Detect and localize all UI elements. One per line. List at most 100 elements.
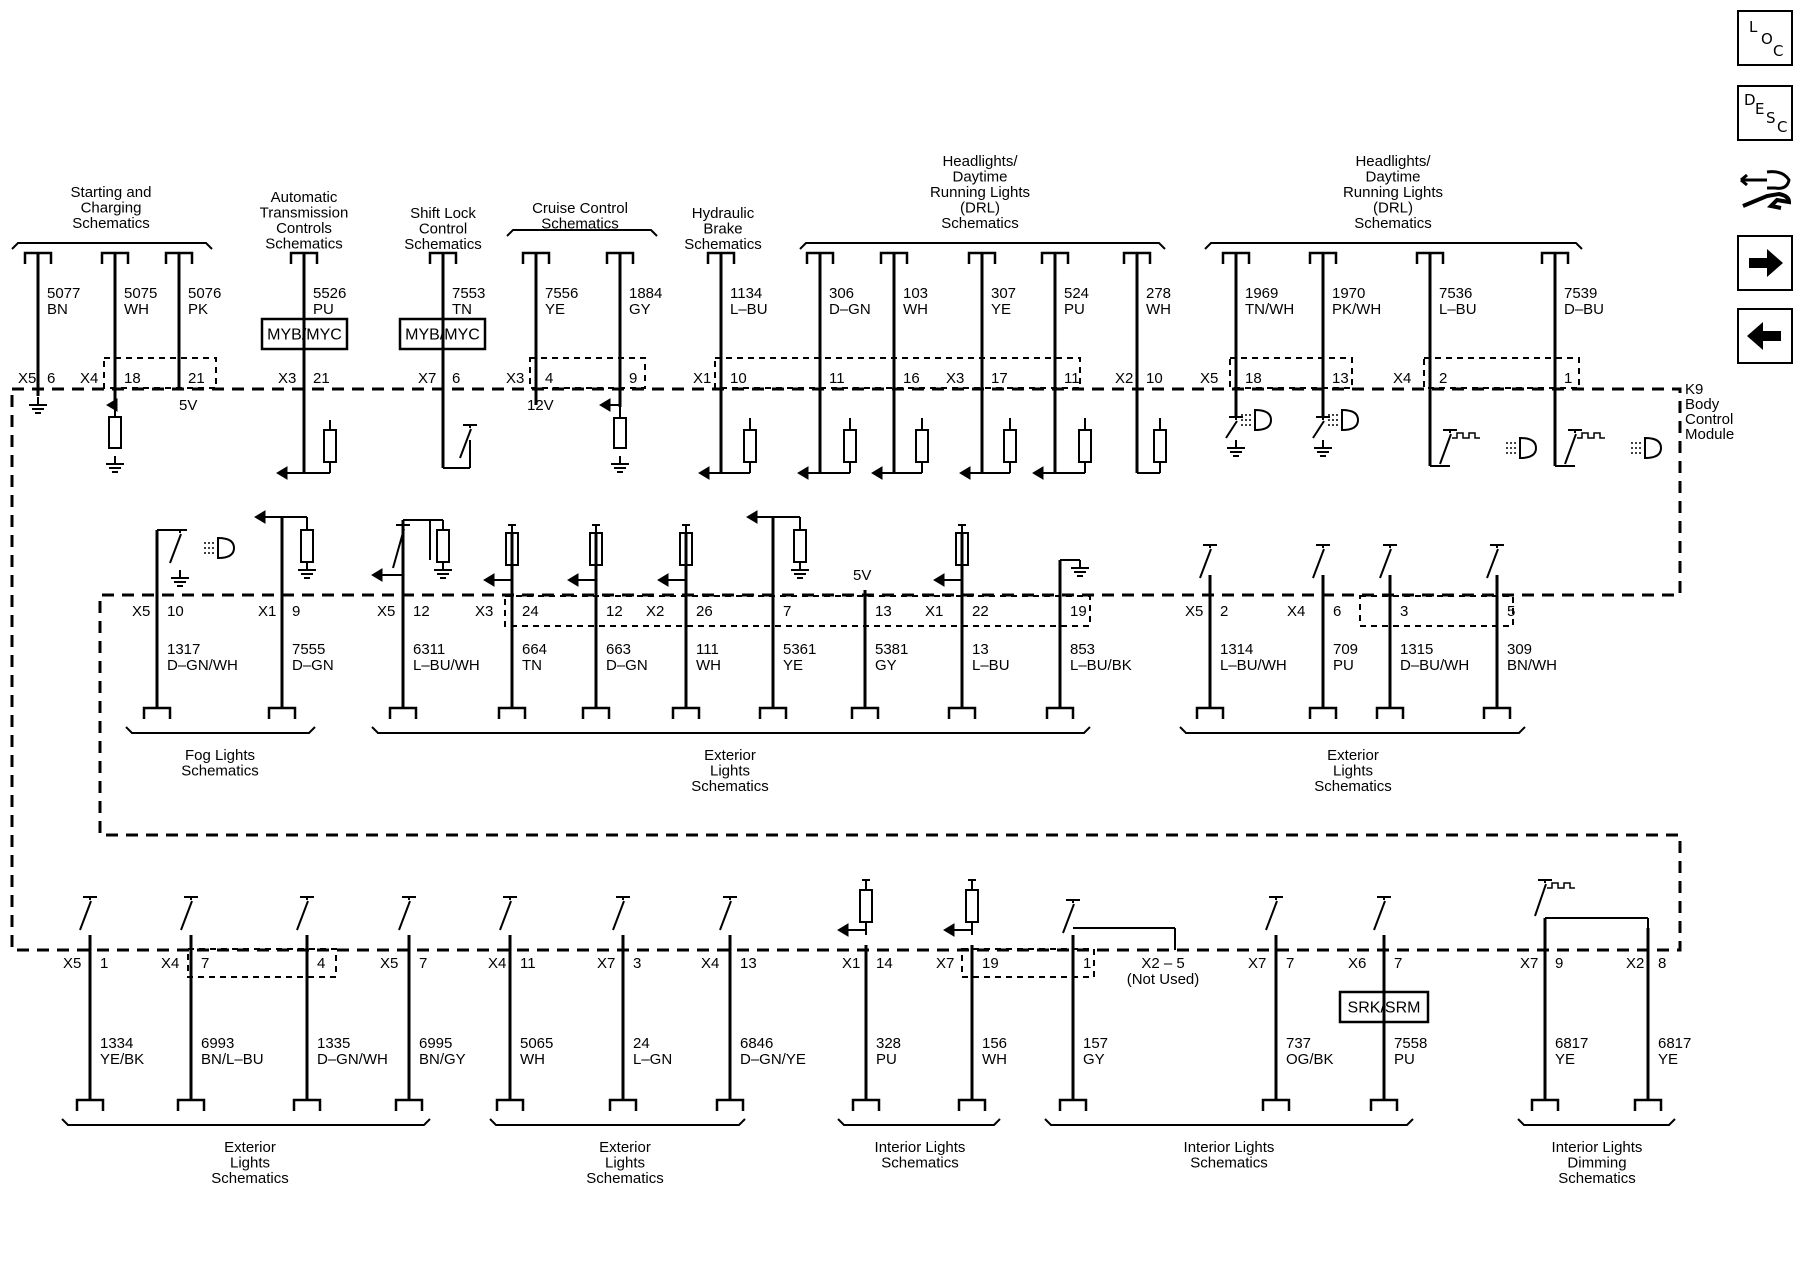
pin-number: 18: [124, 370, 141, 387]
loc-letter-o: O: [1761, 30, 1773, 48]
myb-myc-box: [398, 317, 487, 351]
ground-symbol: [29, 397, 47, 414]
switch-symbol: [1564, 429, 1582, 465]
pin-number: 18: [1245, 370, 1262, 387]
group-label-starting: Starting and: [71, 184, 152, 201]
arrow-head: [254, 510, 266, 524]
arrow-head: [959, 466, 971, 480]
group-label-shift-lock: Schematics: [404, 236, 482, 253]
pin-number: 2: [1220, 603, 1228, 620]
pin-number: 13: [1332, 370, 1349, 387]
arrow-head: [657, 573, 669, 587]
connector-id: X3: [506, 370, 524, 387]
pin-number: 9: [292, 603, 300, 620]
pin-number: 11: [829, 370, 845, 387]
harness-connector: [1122, 251, 1152, 264]
switch-symbol: [1062, 899, 1080, 934]
circuit-number: 524: [1064, 285, 1089, 302]
group-label-fog: Schematics: [181, 763, 259, 780]
harness-connector: [967, 251, 997, 264]
pin-number: 11: [520, 955, 536, 972]
arrow-right-icon: [1749, 249, 1783, 277]
group-label-dimming: Schematics: [1558, 1170, 1636, 1187]
pin-number: 13: [740, 955, 757, 972]
connector-id: X2: [1626, 955, 1644, 972]
lamp-icon: [1644, 436, 1663, 460]
location-button[interactable]: L O C: [1737, 10, 1793, 66]
ground-symbol: [298, 562, 316, 579]
pin-number: 6: [47, 370, 55, 387]
circuit-number: 663: [606, 641, 631, 658]
resistor-symbol: [955, 532, 969, 566]
group-brace: [1044, 1118, 1414, 1126]
wire-color: L–BU/BK: [1070, 657, 1132, 674]
group-label-dimming: Interior Lights: [1552, 1139, 1643, 1156]
pwm-symbol: [1577, 432, 1605, 439]
pin-number: 9: [1555, 955, 1563, 972]
connector-id: X4: [1287, 603, 1305, 620]
group-label-starting: Schematics: [72, 215, 150, 232]
pin-number: 26: [696, 603, 713, 620]
group-brace: [61, 1118, 431, 1126]
switch-symbol: [1439, 429, 1457, 465]
harness-connector: [1058, 1098, 1088, 1111]
group-label-auto-trans: Schematics: [265, 236, 343, 253]
wire-color: D–BU/WH: [1400, 657, 1469, 674]
previous-page-button[interactable]: [1737, 308, 1793, 364]
ground-symbol: [1227, 440, 1245, 457]
pin-number: 8: [1658, 955, 1666, 972]
harness-connector: [1308, 706, 1338, 719]
lamp-icon: [1519, 436, 1538, 460]
group-label-brake: Schematics: [684, 236, 762, 253]
arrow-head: [567, 573, 579, 587]
switch-symbol: [612, 896, 630, 931]
harness-connector: [1040, 251, 1070, 264]
switch-symbol: [79, 896, 97, 931]
wire-color: BN: [47, 301, 68, 318]
srk-srm-box: [1338, 990, 1430, 1024]
circuit-number: 6311: [413, 641, 445, 658]
circuit-number: 664: [522, 641, 547, 658]
harness-connector: [267, 706, 297, 719]
circuit-number: 1335: [317, 1035, 350, 1052]
harness-connector: [608, 1098, 638, 1111]
pin-number: 7: [783, 603, 791, 620]
connector-id: X5: [377, 603, 395, 620]
not-used-label: (Not Used): [1127, 971, 1200, 988]
ground-symbol: [434, 562, 452, 579]
harness-connector: [1261, 1098, 1291, 1111]
connector-id: X4: [488, 955, 506, 972]
connector-id: X5: [63, 955, 81, 972]
resistor-symbol: [1003, 429, 1017, 463]
group-brace: [837, 1118, 1001, 1126]
wires-layer: [36, 253, 1650, 1100]
switch-symbol: [1534, 879, 1552, 917]
circuit-number: 5361: [783, 641, 816, 658]
next-page-button[interactable]: [1737, 235, 1793, 291]
pin-number: 4: [317, 955, 325, 972]
description-button[interactable]: D E S C: [1737, 85, 1793, 141]
group-label-drl: (DRL): [1373, 200, 1413, 217]
group-label-exterior: Lights: [1333, 763, 1373, 780]
switch-symbol: [499, 896, 517, 931]
circuit-number: 13: [972, 641, 989, 658]
wire-color: WH: [124, 301, 149, 318]
lamp-icon: [217, 536, 236, 560]
switch-symbol: [719, 896, 737, 931]
resistor-symbol: [300, 529, 314, 563]
harness-connector: [23, 251, 53, 264]
myb-myc-box-label: MYB/MYC: [267, 327, 342, 344]
wire-color: D–BU: [1564, 301, 1604, 318]
myb-myc-box-label: MYB/MYC: [405, 327, 480, 344]
group-label-exterior: Exterior: [704, 747, 756, 764]
switch-symbol: [1373, 896, 1391, 931]
circuit-number: 5076: [188, 285, 221, 302]
circuit-number: 328: [876, 1035, 901, 1052]
wire-color: OG/BK: [1286, 1051, 1334, 1068]
connector-id: X1: [258, 603, 276, 620]
arrow-head: [837, 923, 849, 937]
wrench-icon[interactable]: [1737, 158, 1793, 214]
arrow-head: [797, 466, 809, 480]
connector-id: X3: [278, 370, 296, 387]
wire-color: TN: [452, 301, 472, 318]
